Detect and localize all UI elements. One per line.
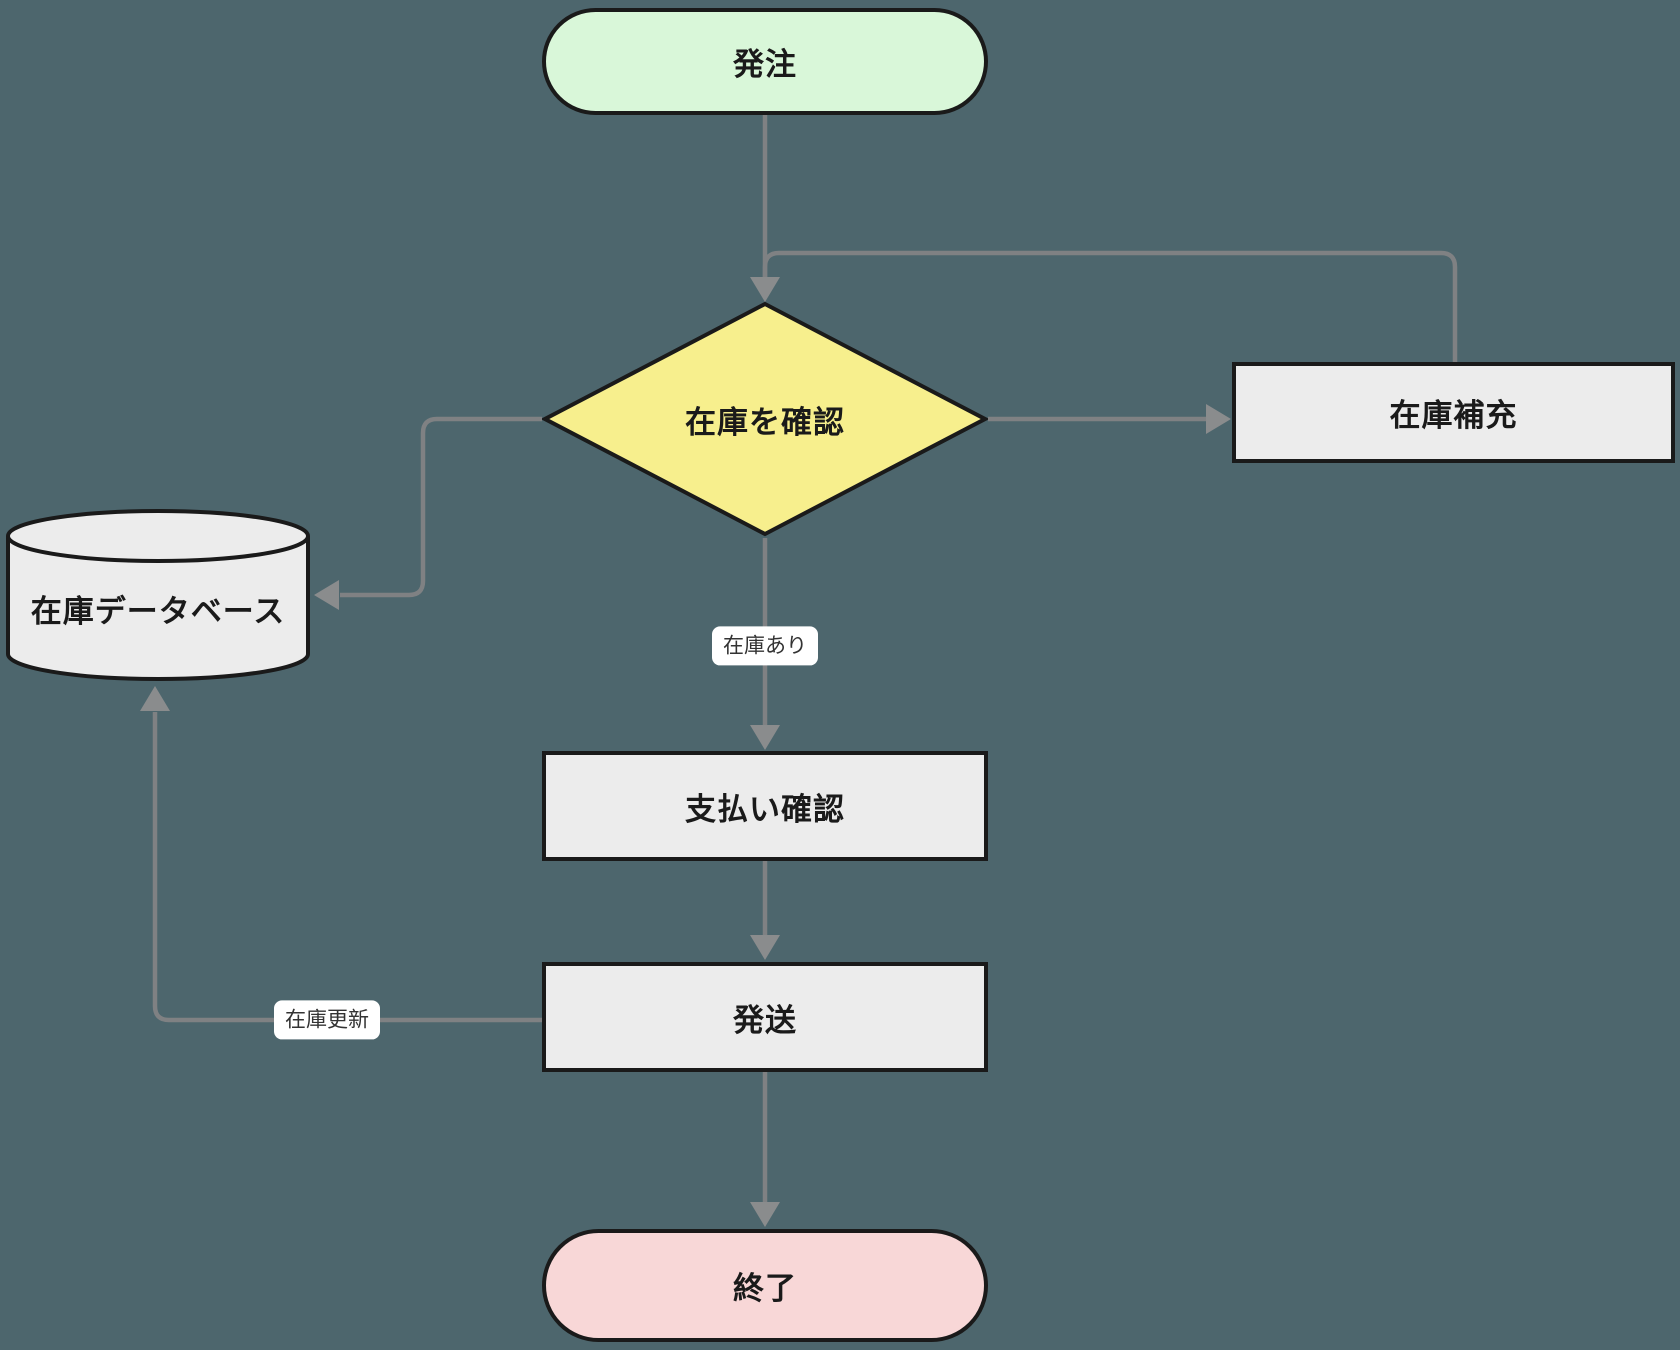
diamond-shape: [542, 301, 988, 537]
cylinder-top: [6, 509, 310, 563]
edge-label-stock-update: 在庫更新: [274, 1000, 380, 1040]
node-ship-label: 発送: [733, 1002, 797, 1038]
edge-check-to-database: [340, 416, 542, 598]
node-end: 終了: [542, 1229, 988, 1342]
node-start: 発注: [542, 8, 988, 115]
arrowhead-database-bottom: [140, 686, 170, 711]
node-start-label: 発注: [733, 47, 797, 82]
arrowhead-payment-top: [750, 725, 780, 750]
node-restock: 在庫補充: [1232, 362, 1675, 463]
arrowhead-check-top: [750, 277, 780, 302]
node-check-stock: 在庫を確認: [542, 301, 988, 537]
edge-ship-to-database: [152, 712, 542, 1023]
node-end-label: 終了: [733, 1271, 797, 1306]
node-payment-label: 支払い確認: [685, 791, 845, 827]
cylinder-shape: [6, 509, 310, 681]
edge-label-in-stock: 在庫あり: [712, 626, 818, 666]
arrowhead-database-right: [314, 580, 339, 610]
node-database: 在庫データベース: [5, 508, 311, 682]
node-ship: 発送: [542, 962, 988, 1072]
arrowhead-restock-left: [1206, 404, 1231, 434]
arrowhead-end-top: [750, 1202, 780, 1227]
edge-restock-to-check: [762, 250, 1458, 362]
arrowhead-ship-top: [750, 935, 780, 960]
node-payment: 支払い確認: [542, 751, 988, 861]
node-database-label: 在庫データベース: [30, 594, 286, 629]
node-restock-label: 在庫補充: [1389, 398, 1518, 433]
node-check-stock-label: 在庫を確認: [685, 404, 845, 440]
diamond-polygon: [542, 301, 988, 537]
cylinder-body: [6, 536, 310, 681]
